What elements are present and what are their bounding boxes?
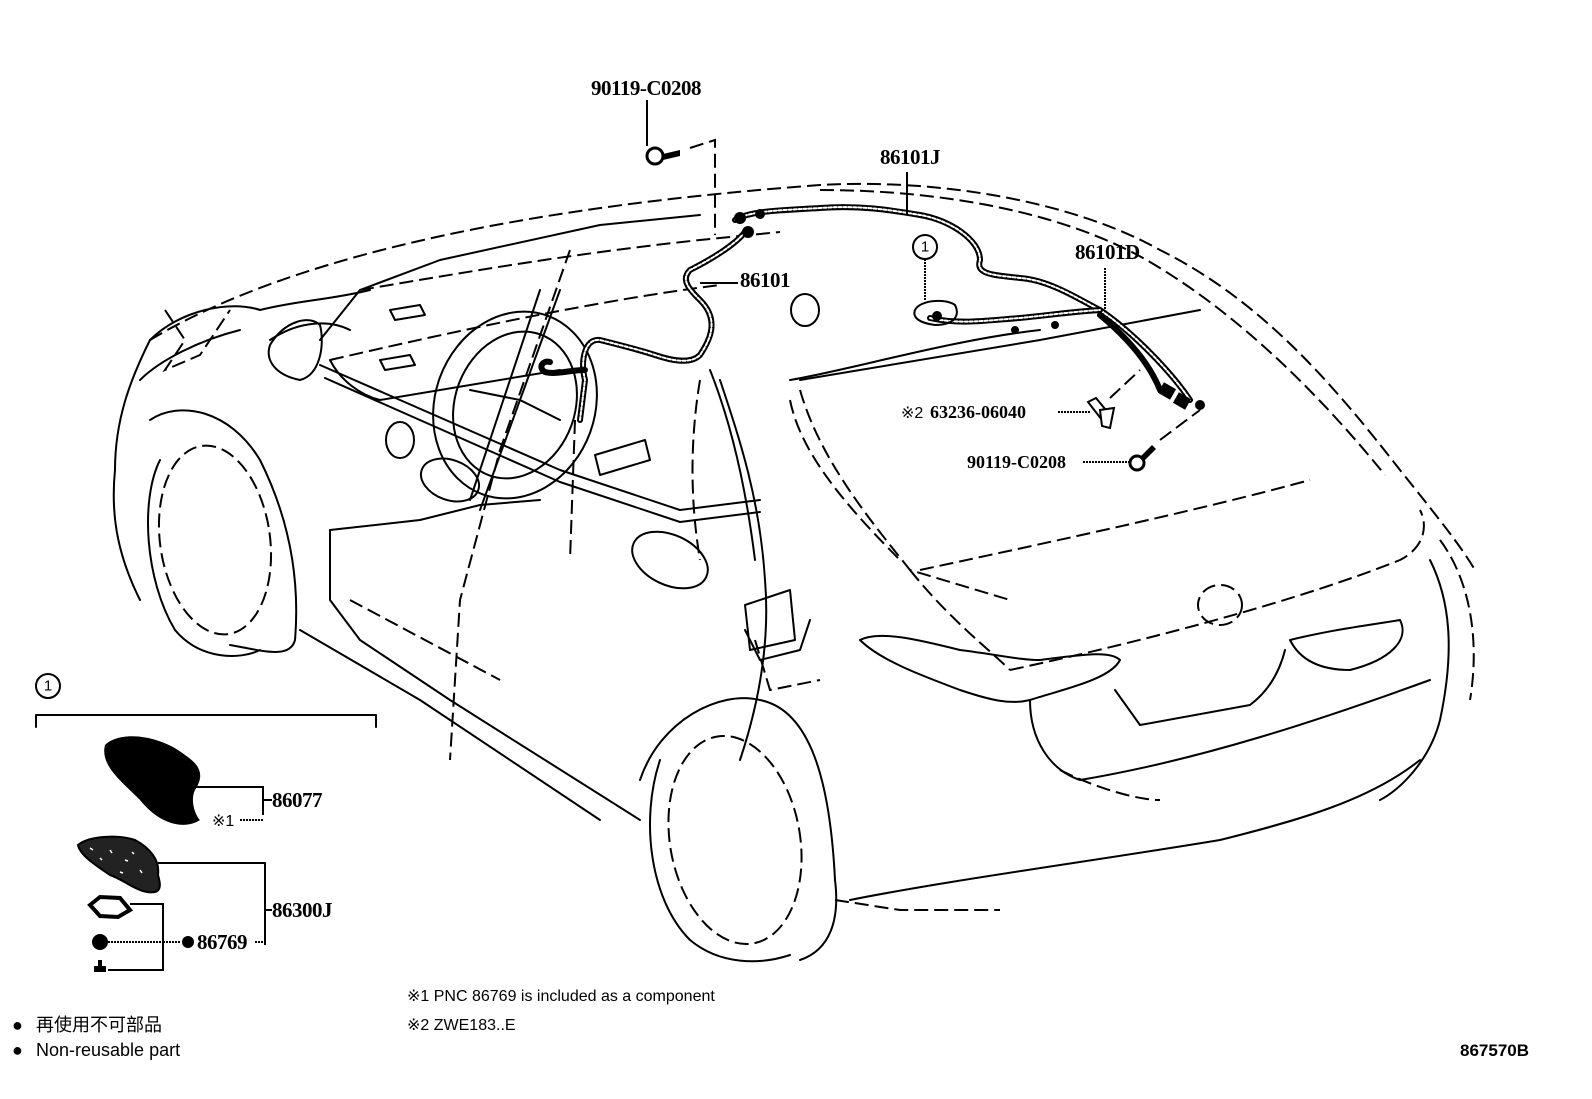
drawing-code: 867570B: [1460, 1041, 1529, 1060]
bolt-top-install-line: [689, 138, 716, 235]
bolt-right-icon: [1128, 445, 1156, 472]
label-harness-86101j: 86101J: [880, 145, 940, 169]
legend: ● 再使用不可部品 ● Non-reusable part: [12, 1015, 180, 1060]
non-reusable-marker-icon: [182, 936, 194, 948]
label-bolt-top: 90119-C0208: [591, 76, 701, 100]
nut-icon: [92, 934, 108, 950]
legend-bullet-jp: ●: [12, 1015, 23, 1035]
footnote-1: ※1 PNC 86769 is included as a component: [407, 988, 715, 1005]
antenna-assy-icon: [76, 835, 161, 894]
label-antenna-assy: 86300J: [272, 898, 332, 922]
label-bolt-right: 90119-C0208: [967, 452, 1066, 472]
gasket-icon: [87, 894, 134, 920]
detail-inset-callout-number: 1: [44, 678, 52, 695]
callout-1-roof: 1: [912, 234, 938, 300]
label-antenna-cover: 86077: [272, 788, 322, 812]
label-clip-note-mark: ※2: [901, 405, 923, 422]
label-antenna-cover-note-mark: ※1: [212, 813, 234, 830]
legend-text-english: Non-reusable part: [36, 1040, 180, 1060]
label-harness-86101: 86101: [740, 268, 790, 292]
label-clip: 63236-06040: [930, 402, 1026, 422]
bolt-small-icon: [94, 960, 106, 972]
antenna-harness-86101: [538, 204, 1205, 423]
clip-install-line: [1109, 369, 1141, 399]
legend-text-japanese: 再使用不可部品: [36, 1015, 162, 1035]
clip-63236-icon: [1086, 396, 1116, 430]
detail-inset-antenna: 1 ※1 86077 86300J 86769: [35, 673, 377, 972]
antenna-cover-icon: [104, 736, 201, 825]
bolt-right-install-line: [1159, 409, 1201, 441]
label-clip-group: ※2 63236-06040: [901, 402, 1090, 422]
label-gasket: 86769: [197, 930, 247, 954]
bolt-top-icon: [645, 146, 680, 166]
label-harness-86101d: 86101D: [1075, 240, 1140, 264]
footnotes: ※1 PNC 86769 is included as a component …: [407, 988, 715, 1034]
footnote-2: ※2 ZWE183..E: [407, 1017, 516, 1034]
legend-bullet-en: ●: [12, 1040, 23, 1060]
callout-1-roof-number: 1: [921, 239, 929, 256]
car-body-outline: [112, 182, 1476, 963]
